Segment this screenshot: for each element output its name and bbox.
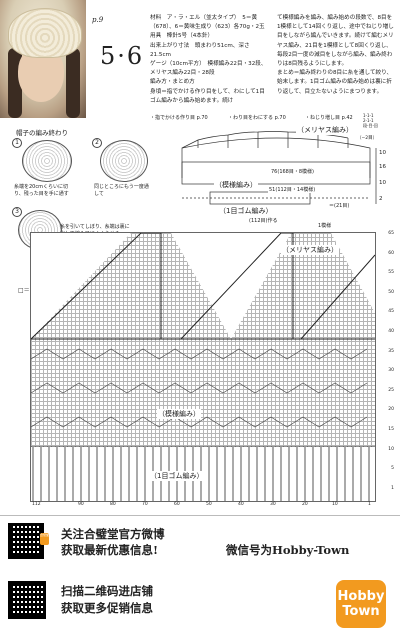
ref-cast-on: ・指でかける作り目 p.70 xyxy=(150,115,208,121)
chart-stockinette-label: （メリヤス編み） xyxy=(281,245,339,255)
col-num: 50 xyxy=(206,502,212,507)
schematic-width2-label: 51(112目・14模様) xyxy=(268,186,317,193)
schematic-rib-label: （1目ゴム編み） xyxy=(218,206,274,216)
col-num: 90 xyxy=(78,502,84,507)
row-num: 40 xyxy=(388,328,394,334)
hat-photo xyxy=(0,0,86,118)
chart-legend: □＝□ xyxy=(18,287,36,294)
promo-line-3: 扫描二维码进店铺 xyxy=(61,584,153,598)
chart-column-numbers: 1 10 20 30 40 50 60 70 80 90 112 xyxy=(30,502,374,510)
row-num: 20 xyxy=(388,407,394,413)
hair-right xyxy=(66,48,80,118)
crown-arcs xyxy=(197,131,349,141)
col-num: 70 xyxy=(142,502,148,507)
materials-text-right: て模様編みを編み、編み始めの段数で、8目を1模様として14回くり返し、途中でねじ… xyxy=(277,15,394,95)
row-num: 10 xyxy=(388,446,394,452)
row-num: 65 xyxy=(388,231,394,236)
chart-pattern-label: （模様編み） xyxy=(157,409,201,419)
pattern-zigzag-1 xyxy=(31,348,368,360)
hat-schematic xyxy=(181,131,377,205)
schematic-row-2: 16 xyxy=(378,164,387,170)
col-num: 1 xyxy=(368,502,371,507)
ref-join-round: ・わり目をわにする p.70 xyxy=(228,115,286,121)
schematic-top-label: （メリヤス編み） xyxy=(296,125,354,135)
pattern-number: 5·6 xyxy=(100,42,145,70)
schematic-row-4: 2 xyxy=(378,196,384,202)
pattern-zigzag-2 xyxy=(31,382,368,394)
promo-divider xyxy=(0,515,400,516)
row-num: 30 xyxy=(388,368,394,374)
col-num: 60 xyxy=(174,502,180,507)
chart-row-numbers: 65 60 55 50 45 40 35 30 25 20 15 10 5 1 xyxy=(378,230,394,492)
row-num: 60 xyxy=(388,250,394,256)
schematic-side-note: 1-1-1 2-1-1 段-目-回 xyxy=(362,113,379,129)
col-num: 10 xyxy=(332,502,338,507)
crown-outline xyxy=(181,137,371,178)
shop-qr-code[interactable] xyxy=(8,581,46,619)
row-num: 25 xyxy=(388,387,394,393)
promo-line-4: 获取更多促销信息 xyxy=(61,601,153,615)
step-1-caption: 糸端を20cmくらいに切り、残った目を手に通す xyxy=(14,184,69,197)
knitted-hat-image xyxy=(8,8,82,58)
ref-twist-increase: ・ねじり増し目 p.42 xyxy=(305,115,353,121)
knitting-chart: （メリヤス編み） （模様編み） （1目ゴム編み） 1模様 xyxy=(30,222,376,502)
col-num: 30 xyxy=(270,502,276,507)
col-num: 112 xyxy=(32,502,41,507)
qr-badge: 合璧堂 xyxy=(40,533,49,545)
col-num: 80 xyxy=(110,502,116,507)
page-number: p.9 xyxy=(92,16,104,24)
col-num: 40 xyxy=(238,502,244,507)
materials-text-left: 材料 ア・ラ・エル（並太タイプ） 5＝黄（678）、6＝黄味生成り（623）各7… xyxy=(150,15,267,104)
row-num: 5 xyxy=(391,466,394,472)
pattern-band xyxy=(181,161,371,185)
schematic-decrease-note: （−2目） xyxy=(356,135,379,141)
row-num: 50 xyxy=(388,289,394,295)
hobby-town-logo: Hobby Town xyxy=(336,580,386,628)
promo-line-1: 关注合璧堂官方微博 xyxy=(61,527,165,541)
schematic-width-label: 76(168目・8模様) xyxy=(270,168,315,175)
chart-blank-1 xyxy=(31,233,131,339)
schematic-row-3: 10 xyxy=(378,180,387,186)
step-2-illustration xyxy=(100,140,148,182)
schematic-pattern-label: （模様編み） xyxy=(214,180,258,190)
step-1-number: 1 xyxy=(12,138,22,148)
step-2-number: 2 xyxy=(92,138,102,148)
row-num: 55 xyxy=(388,270,394,276)
row-num: 45 xyxy=(388,309,394,315)
decrease-line-1 xyxy=(31,233,162,340)
chart-rib-label: （1目ゴム編み） xyxy=(149,471,205,481)
schematic-cast-on: (112目)作る xyxy=(248,217,279,224)
decrease-line-3 xyxy=(300,254,375,340)
step-3-number: 3 xyxy=(12,207,22,217)
logo-text-1: Hobby xyxy=(337,589,385,604)
chart-repeat-label: 1模様 xyxy=(317,222,333,229)
schematic-row-1: 10 xyxy=(378,150,387,156)
row-num: 1 xyxy=(391,485,394,491)
row-num: 15 xyxy=(388,426,394,432)
decrease-line-2 xyxy=(180,233,294,340)
finish-title: 帽子の編み終わり xyxy=(16,129,68,137)
promo-line-2: 获取最新优惠信息! xyxy=(61,543,159,557)
step-1-illustration xyxy=(22,140,72,182)
pattern-zigzag-3 xyxy=(31,416,368,428)
chart-overlay xyxy=(31,233,375,501)
schematic-gauge-note: ＝(21目) xyxy=(328,202,351,209)
chart-blank-3 xyxy=(331,233,375,313)
row-num: 35 xyxy=(388,348,394,354)
step-2-caption: 同じところにもう一度通して xyxy=(94,184,149,197)
col-num: 20 xyxy=(302,502,308,507)
wechat-id: 微信号为Hobby-Town xyxy=(226,543,350,557)
weibo-qr-code[interactable] xyxy=(8,523,44,559)
logo-text-2: Town xyxy=(342,604,380,619)
